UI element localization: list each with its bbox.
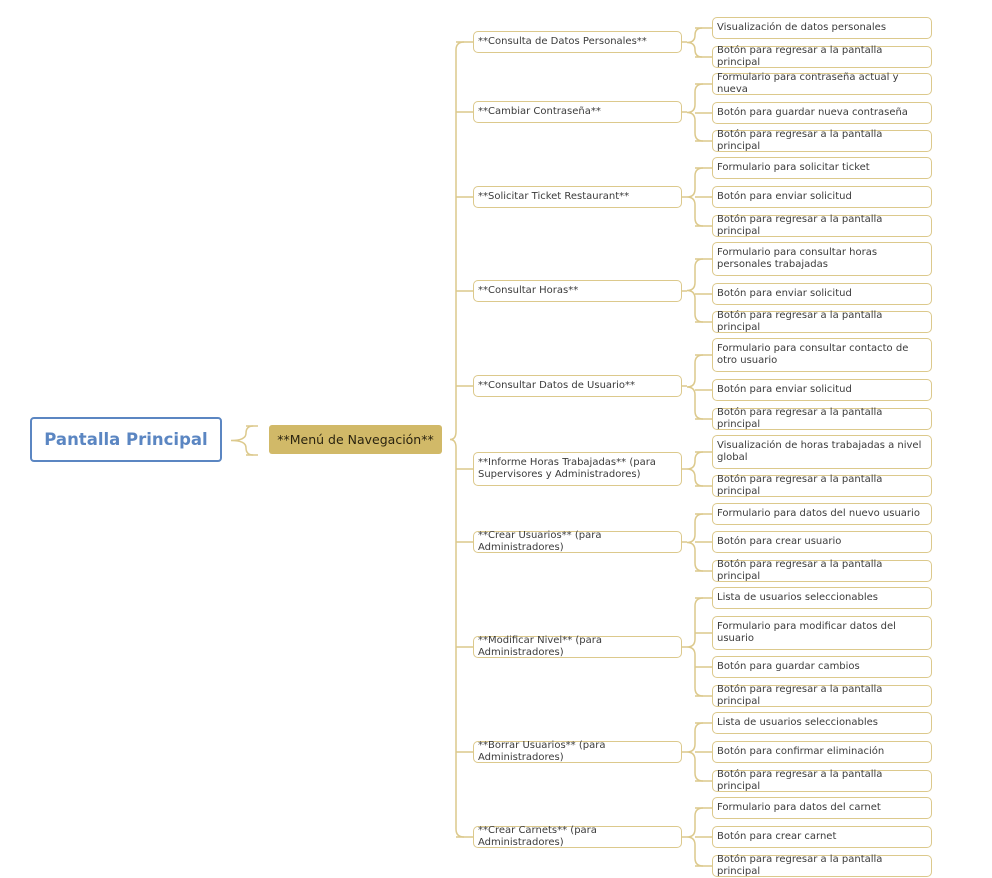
branch-label: **Solicitar Ticket Restaurant** <box>478 191 630 202</box>
leaf-node: Botón para regresar a la pantalla princi… <box>712 854 932 877</box>
leaf-label: Visualización de datos personales <box>717 22 887 33</box>
branch-node: **Cambiar Contraseña** <box>473 101 682 123</box>
root-hub-brace <box>230 425 254 456</box>
leaf-node: Lista de usuarios seleccionables <box>712 712 932 734</box>
hub-label: **Menú de Navegación** <box>277 432 434 447</box>
branch-node: **Informe Horas Trabajadas** (para Super… <box>473 452 682 486</box>
leaf-label: Lista de usuarios seleccionables <box>717 717 879 728</box>
branch-leaves-brace-0 <box>686 27 703 58</box>
branch-label: **Crear Carnets** (para Administradores) <box>478 825 597 848</box>
leaf-label: Botón para regresar a la pantalla princi… <box>717 769 883 792</box>
branch-leaves-brace-4 <box>686 354 704 420</box>
branch-label: **Consulta de Datos Personales** <box>478 36 647 47</box>
root-node: Pantalla Principal <box>30 417 222 462</box>
leaf-label: Botón para guardar nueva contraseña <box>717 107 908 118</box>
leaf-label: Botón para regresar a la pantalla princi… <box>717 214 883 237</box>
leaf-node: Formulario para consultar horas personal… <box>712 242 932 276</box>
leaf-node: Botón para regresar a la pantalla princi… <box>712 684 932 707</box>
leaf-node: Botón para confirmar eliminación <box>712 741 932 763</box>
hub-node: **Menú de Navegación** <box>269 425 442 454</box>
leaf-label: Botón para enviar solicitud <box>717 288 852 299</box>
leaf-label: Formulario para datos del nuevo usuario <box>717 508 920 519</box>
branch-leaves-brace-5 <box>686 451 704 487</box>
branch-node: **Crear Carnets** (para Administradores) <box>473 825 682 848</box>
leaf-node: Formulario para datos del carnet <box>712 797 932 819</box>
leaf-label: Formulario para solicitar ticket <box>717 162 870 173</box>
leaf-label: Botón para crear carnet <box>717 831 837 842</box>
leaf-node: Botón para enviar solicitud <box>712 379 932 401</box>
branch-label: **Consultar Horas** <box>478 285 579 296</box>
branch-label: **Informe Horas Trabajadas** (para Super… <box>478 457 656 480</box>
leaf-node: Formulario para modificar datos del usua… <box>712 616 932 650</box>
leaf-node: Botón para guardar nueva contraseña <box>712 102 932 124</box>
leaf-label: Formulario para modificar datos del usua… <box>717 621 896 644</box>
leaf-node: Botón para crear carnet <box>712 826 932 848</box>
leaf-node: Botón para regresar a la pantalla princi… <box>712 769 932 792</box>
branch-node: **Consultar Horas** <box>473 280 682 302</box>
leaf-label: Botón para regresar a la pantalla princi… <box>717 310 883 333</box>
leaf-label: Botón para enviar solicitud <box>717 384 852 395</box>
leaf-label: Lista de usuarios seleccionables <box>717 592 879 603</box>
leaf-node: Botón para guardar cambios <box>712 656 932 678</box>
root-label: Pantalla Principal <box>44 430 208 449</box>
leaf-label: Botón para regresar a la pantalla princi… <box>717 684 883 707</box>
leaf-label: Botón para enviar solicitud <box>717 191 852 202</box>
branch-leaves-brace-3 <box>686 258 704 323</box>
leaf-node: Botón para enviar solicitud <box>712 186 932 208</box>
leaf-node: Visualización de datos personales <box>712 17 932 39</box>
leaf-node: Botón para regresar a la pantalla princi… <box>712 45 932 68</box>
leaf-label: Botón para regresar a la pantalla princi… <box>717 407 883 430</box>
leaf-label: Botón para crear usuario <box>717 536 842 547</box>
leaf-node: Formulario para contraseña actual y nuev… <box>712 72 932 95</box>
branch-leaves-brace-2 <box>686 167 704 227</box>
branch-node: **Solicitar Ticket Restaurant** <box>473 186 682 208</box>
leaf-node: Botón para regresar a la pantalla princi… <box>712 559 932 582</box>
branch-leaves-brace-7 <box>686 597 704 697</box>
leaf-node: Botón para regresar a la pantalla princi… <box>712 310 932 333</box>
branch-label: **Modificar Nivel** (para Administradore… <box>478 635 602 658</box>
branch-leaves-brace-8 <box>686 722 704 782</box>
leaf-node: Formulario para consultar contacto de ot… <box>712 338 932 372</box>
leaf-label: Botón para confirmar eliminación <box>717 746 885 757</box>
leaf-node: Botón para regresar a la pantalla princi… <box>712 407 932 430</box>
leaf-label: Formulario para datos del carnet <box>717 802 881 813</box>
leaf-label: Botón para regresar a la pantalla princi… <box>717 45 883 68</box>
leaf-label: Botón para guardar cambios <box>717 661 860 672</box>
leaf-node: Botón para crear usuario <box>712 531 932 553</box>
branch-leaves-brace-1 <box>686 83 704 142</box>
branch-label: **Crear Usuarios** (para Administradores… <box>478 530 602 553</box>
branch-node: **Modificar Nivel** (para Administradore… <box>473 635 682 658</box>
leaf-node: Lista de usuarios seleccionables <box>712 587 932 609</box>
leaf-node: Botón para regresar a la pantalla princi… <box>712 214 932 237</box>
leaf-label: Botón para regresar a la pantalla princi… <box>717 559 883 582</box>
leaf-node: Botón para enviar solicitud <box>712 283 932 305</box>
branch-leaves-brace-6 <box>686 513 704 572</box>
leaf-label: Botón para regresar a la pantalla princi… <box>717 854 883 877</box>
leaf-label: Formulario para contraseña actual y nuev… <box>717 72 899 95</box>
leaf-label: Formulario para consultar horas personal… <box>717 247 878 270</box>
leaf-label: Botón para regresar a la pantalla princi… <box>717 474 883 497</box>
leaf-node: Botón para regresar a la pantalla princi… <box>712 129 932 152</box>
branch-label: **Cambiar Contraseña** <box>478 106 601 117</box>
branch-label: **Borrar Usuarios** (para Administradore… <box>478 740 606 763</box>
leaf-label: Visualización de horas trabajadas a nive… <box>717 440 922 463</box>
leaf-label: Botón para regresar a la pantalla princi… <box>717 129 883 152</box>
leaf-label: Formulario para consultar contacto de ot… <box>717 343 909 366</box>
leaf-node: Botón para regresar a la pantalla princi… <box>712 474 932 497</box>
branch-node: **Crear Usuarios** (para Administradores… <box>473 530 682 553</box>
branch-node: **Consulta de Datos Personales** <box>473 31 682 53</box>
hub-branches-brace <box>449 41 465 838</box>
branch-node: **Borrar Usuarios** (para Administradore… <box>473 740 682 763</box>
branch-node: **Consultar Datos de Usuario** <box>473 375 682 397</box>
branch-leaves-brace-9 <box>686 807 704 867</box>
branch-label: **Consultar Datos de Usuario** <box>478 380 636 391</box>
leaf-node: Formulario para datos del nuevo usuario <box>712 503 932 525</box>
leaf-node: Formulario para solicitar ticket <box>712 157 932 179</box>
leaf-node: Visualización de horas trabajadas a nive… <box>712 435 932 469</box>
